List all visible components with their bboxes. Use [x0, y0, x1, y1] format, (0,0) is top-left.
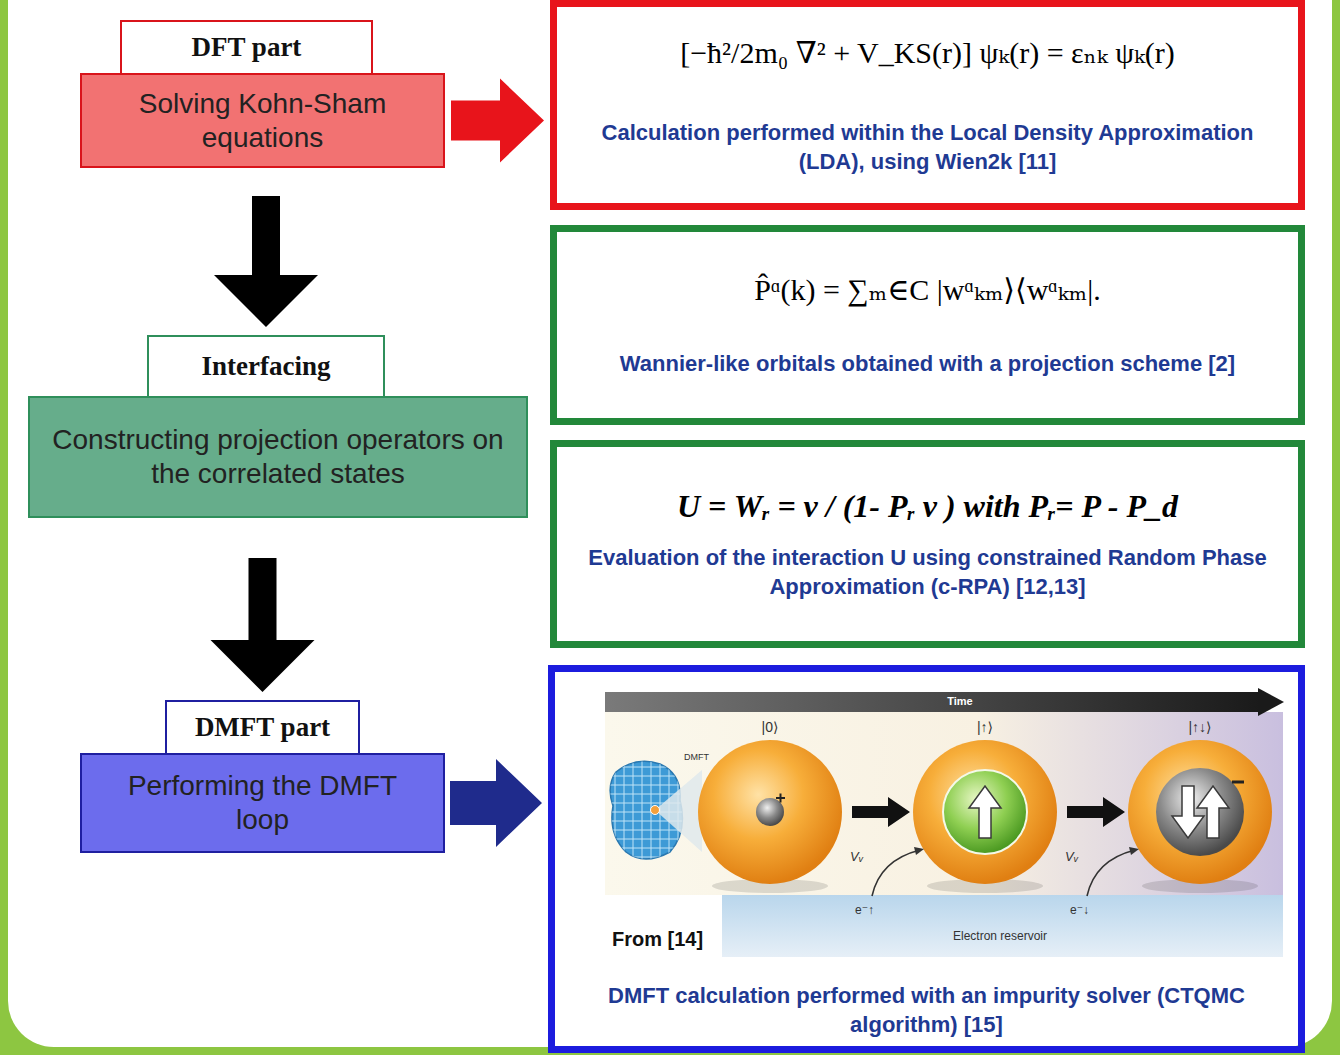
detail-panel: P̂ᵅ(k) = ∑ₘ∈C |wᵅₖₘ⟩⟨wᵅₖₘ|. Wannier-like … — [550, 225, 1305, 425]
process-step: DFT partSolving Kohn-Sham equations — [80, 20, 445, 168]
section-heading: Interfacing — [202, 351, 331, 382]
process-box: Constructing projection operators on the… — [28, 396, 528, 518]
caption: Evaluation of the interaction U using co… — [583, 544, 1273, 601]
spin-up-arrow — [1197, 786, 1229, 838]
process-step: DMFT partPerforming the DMFT loop — [80, 700, 445, 853]
transition-arrow — [852, 797, 910, 827]
detail-panel: [−ħ²/2m₀ ∇² + V_KS(r)] ψₖ(r) = εₙₖ ψₖ(r)… — [550, 0, 1305, 210]
equation: U = Wᵣ = v / (1- Pᵣ v ) with Pᵣ= P - P_d — [677, 486, 1178, 526]
hybridization-line — [1087, 850, 1135, 896]
section-heading: DMFT part — [195, 712, 330, 743]
spin-down-arrow — [1172, 786, 1204, 838]
reservoir-label: Electron reservoir — [953, 929, 1047, 943]
equation: P̂ᵅ(k) = ∑ₘ∈C |wᵅₖₘ⟩⟨wᵅₖₘ|. — [754, 271, 1100, 309]
time-arrowhead — [1258, 688, 1284, 716]
section-tab: DMFT part — [165, 700, 360, 755]
hybridization-head — [914, 847, 924, 855]
section-tab: DFT part — [120, 20, 373, 75]
impurity-sphere — [913, 740, 1057, 884]
electron-label: e⁻↑ — [855, 903, 874, 917]
process-box: Solving Kohn-Sham equations — [80, 73, 445, 168]
box-label: Performing the DMFT loop — [98, 769, 427, 836]
state-label: |0⟩ — [762, 719, 779, 736]
caption: Calculation performed within the Local D… — [583, 119, 1273, 176]
flow-arrow — [214, 196, 318, 327]
section-heading: DFT part — [192, 32, 302, 63]
hybridization-line — [872, 850, 920, 896]
caption: Wannier-like orbitals obtained with a pr… — [620, 350, 1235, 379]
single-occupancy — [943, 770, 1027, 854]
transition-arrow — [1067, 797, 1125, 827]
flow-arrow — [211, 558, 315, 692]
process-step: InterfacingConstructing projection opera… — [28, 335, 528, 518]
state-label: |↑⟩ — [977, 719, 993, 736]
equation: [−ħ²/2m₀ ∇² + V_KS(r)] ψₖ(r) = εₙₖ ψₖ(r) — [680, 34, 1175, 72]
plus-sign — [776, 794, 785, 803]
flow-arrow — [451, 79, 544, 163]
electron-label: e⁻↓ — [1070, 903, 1089, 917]
hybridization-label: Vᵥ — [1065, 849, 1078, 865]
hybridization-head — [1129, 847, 1139, 855]
electron-reservoir — [722, 895, 1283, 957]
box-label: Solving Kohn-Sham equations — [98, 87, 427, 154]
spin-up-arrow — [969, 786, 1001, 838]
detail-panel: U = Wᵣ = v / (1- Pᵣ v ) with Pᵣ= P - P_d… — [550, 440, 1305, 648]
illustration-ground — [605, 712, 1283, 895]
time-label: Time — [947, 695, 972, 708]
impurity-sphere — [698, 740, 842, 884]
double-occupancy — [1156, 768, 1244, 856]
impurity-sphere — [1128, 740, 1272, 884]
projection-wedge — [655, 770, 702, 852]
caption: DMFT calculation performed with an impur… — [575, 982, 1278, 1039]
dmft-label: DMFT — [684, 752, 709, 763]
section-tab: Interfacing — [147, 335, 385, 398]
process-box: Performing the DMFT loop — [80, 753, 445, 853]
lattice-site — [651, 806, 660, 815]
state-label: |↑↓⟩ — [1188, 719, 1211, 736]
source-note: From [14] — [612, 928, 703, 951]
minus-sign — [1232, 781, 1244, 784]
box-label: Constructing projection operators on the… — [46, 423, 510, 490]
flow-arrow — [450, 759, 542, 847]
time-bar — [605, 692, 1260, 712]
hybridization-label: Vᵥ — [850, 849, 863, 865]
